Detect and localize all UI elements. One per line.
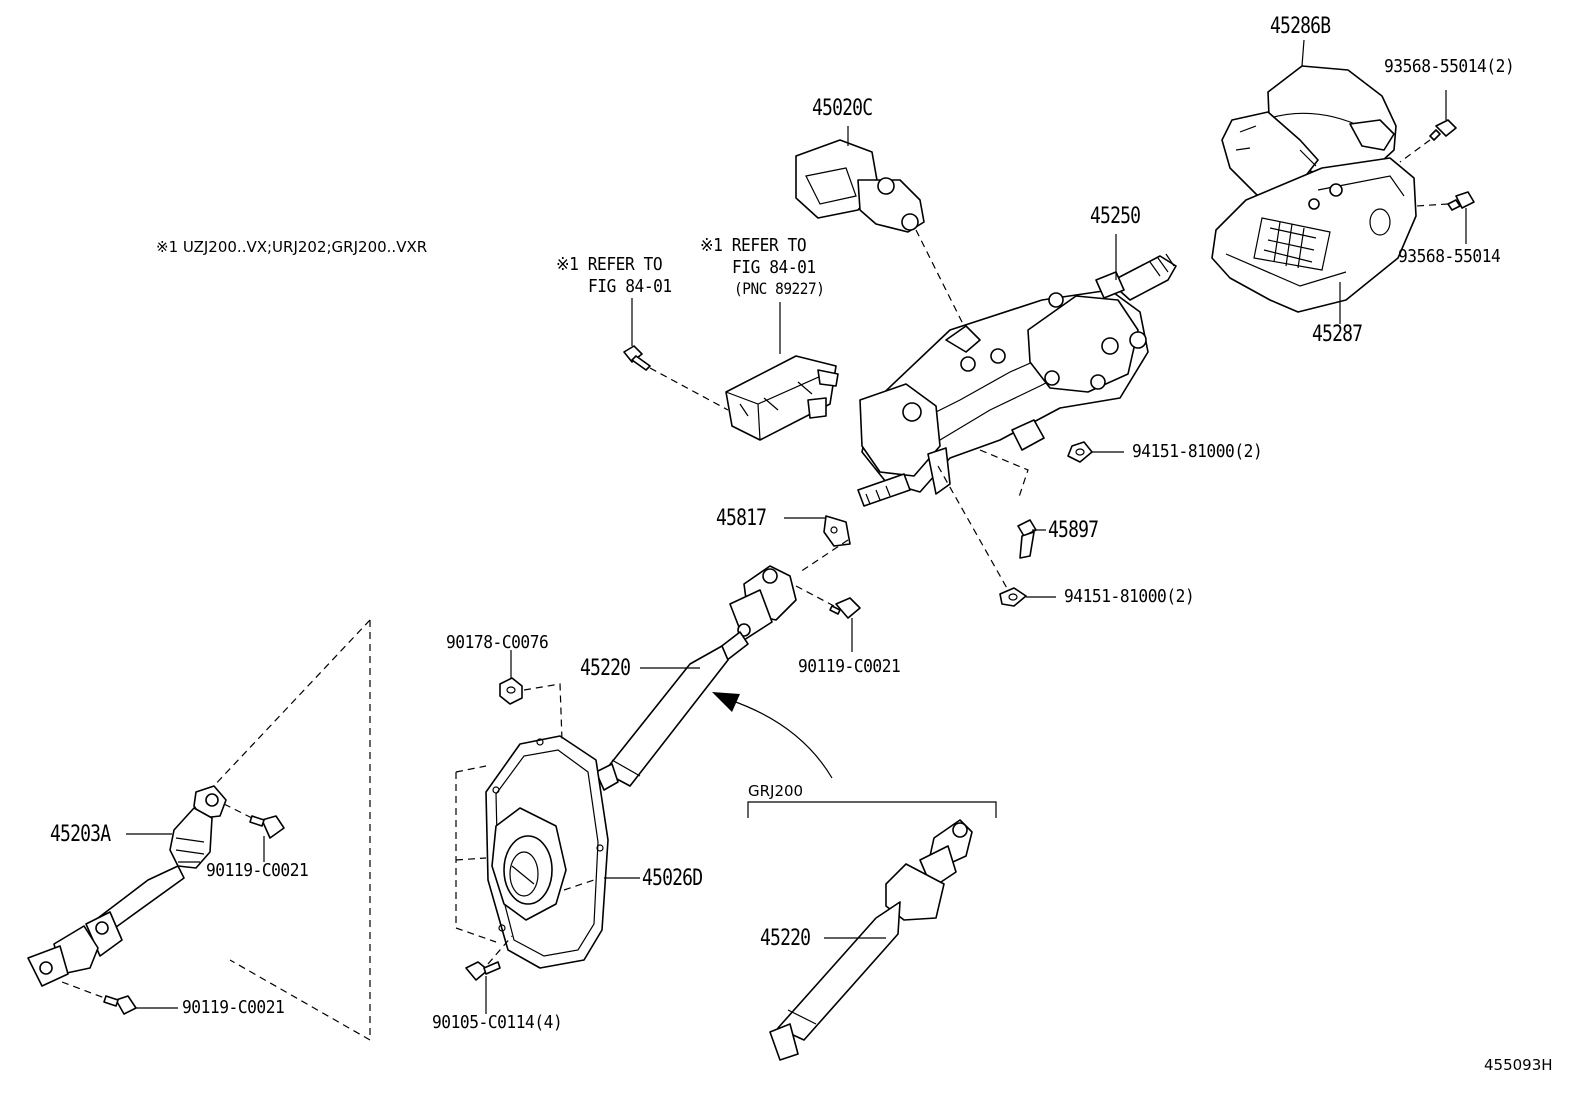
refer-right-line2: FIG 84-01 bbox=[732, 257, 816, 278]
figure-code: 455093H bbox=[1484, 1056, 1553, 1074]
callout-45020C: 45020C bbox=[812, 96, 873, 121]
column-cover-upper-45286B bbox=[1221, 65, 1397, 197]
hole-cover-45026D bbox=[455, 683, 640, 969]
bolt-90119-C0021-right-drawing bbox=[829, 597, 861, 652]
nut-94151-81000-2b-drawing bbox=[937, 465, 1056, 607]
refer-left-line2: FIG 84-01 bbox=[588, 276, 672, 297]
callout-45286B: 45286B bbox=[1270, 14, 1331, 39]
callout-94151-81000-2a: 94151-81000(2) bbox=[1132, 441, 1263, 462]
screw-93568-55014-2-drawing bbox=[1399, 90, 1457, 163]
intermediate-shaft-45220-lower bbox=[769, 819, 973, 1061]
callout-45287: 45287 bbox=[1312, 322, 1363, 347]
control-unit-refer-fig bbox=[725, 302, 839, 441]
bolt-90119-C0021-mid-drawing bbox=[249, 815, 285, 862]
callout-45220-upper: 45220 bbox=[580, 656, 631, 681]
callout-93568-55014-2: 93568-55014(2) bbox=[1384, 56, 1515, 77]
intermediate-shaft-45220-upper bbox=[595, 539, 849, 791]
callout-90105-C0114-4: 90105-C0114(4) bbox=[432, 1012, 563, 1033]
nut-94151-81000-2a-drawing bbox=[1067, 441, 1124, 463]
callout-45817: 45817 bbox=[716, 506, 767, 531]
column-cover-lower-45287 bbox=[1211, 157, 1417, 313]
callout-45026D: 45026D bbox=[642, 866, 703, 891]
bolt-90105-C0114-drawing bbox=[465, 935, 513, 1014]
dust-seal-45817-drawing bbox=[784, 515, 851, 547]
callout-90119-C0021-mid: 90119-C0021 bbox=[206, 860, 309, 881]
bolt-45897-drawing bbox=[1017, 519, 1046, 559]
screw-93568-55014-drawing bbox=[1415, 191, 1475, 244]
ignition-switch-45020C bbox=[795, 126, 967, 331]
refer-right-line3: (PNC 89227) bbox=[734, 279, 825, 298]
bolt-refer-fig-drawing bbox=[623, 298, 729, 411]
steering-shaft-45203A bbox=[27, 785, 253, 1001]
callout-90119-C0021-right: 90119-C0021 bbox=[798, 656, 901, 677]
variant-label-grj200: GRJ200 bbox=[748, 782, 804, 800]
callout-94151-81000-2b: 94151-81000(2) bbox=[1064, 586, 1195, 607]
callout-45203A: 45203A bbox=[50, 822, 111, 847]
refer-left-line1: ※1 REFER TO bbox=[556, 254, 663, 275]
callout-45250: 45250 bbox=[1090, 204, 1141, 229]
note-model-codes: ※1 UZJ200..VX;URJ202;GRJ200..VXR bbox=[156, 238, 428, 256]
steering-column-45250 bbox=[857, 234, 1177, 507]
callout-45220-lower: 45220 bbox=[760, 926, 811, 951]
variant-arrow bbox=[712, 692, 997, 818]
callout-93568-55014: 93568-55014 bbox=[1398, 246, 1501, 267]
refer-right-line1: ※1 REFER TO bbox=[700, 235, 807, 256]
bolt-90119-C0021-bottom-drawing bbox=[103, 995, 178, 1015]
callout-90119-C0021-bottom: 90119-C0021 bbox=[182, 997, 285, 1018]
detail-projection bbox=[209, 619, 371, 1041]
callout-90178-C0076: 90178-C0076 bbox=[446, 632, 549, 653]
nut-90178-C0076-drawing bbox=[499, 650, 523, 705]
callout-45897: 45897 bbox=[1048, 518, 1099, 543]
